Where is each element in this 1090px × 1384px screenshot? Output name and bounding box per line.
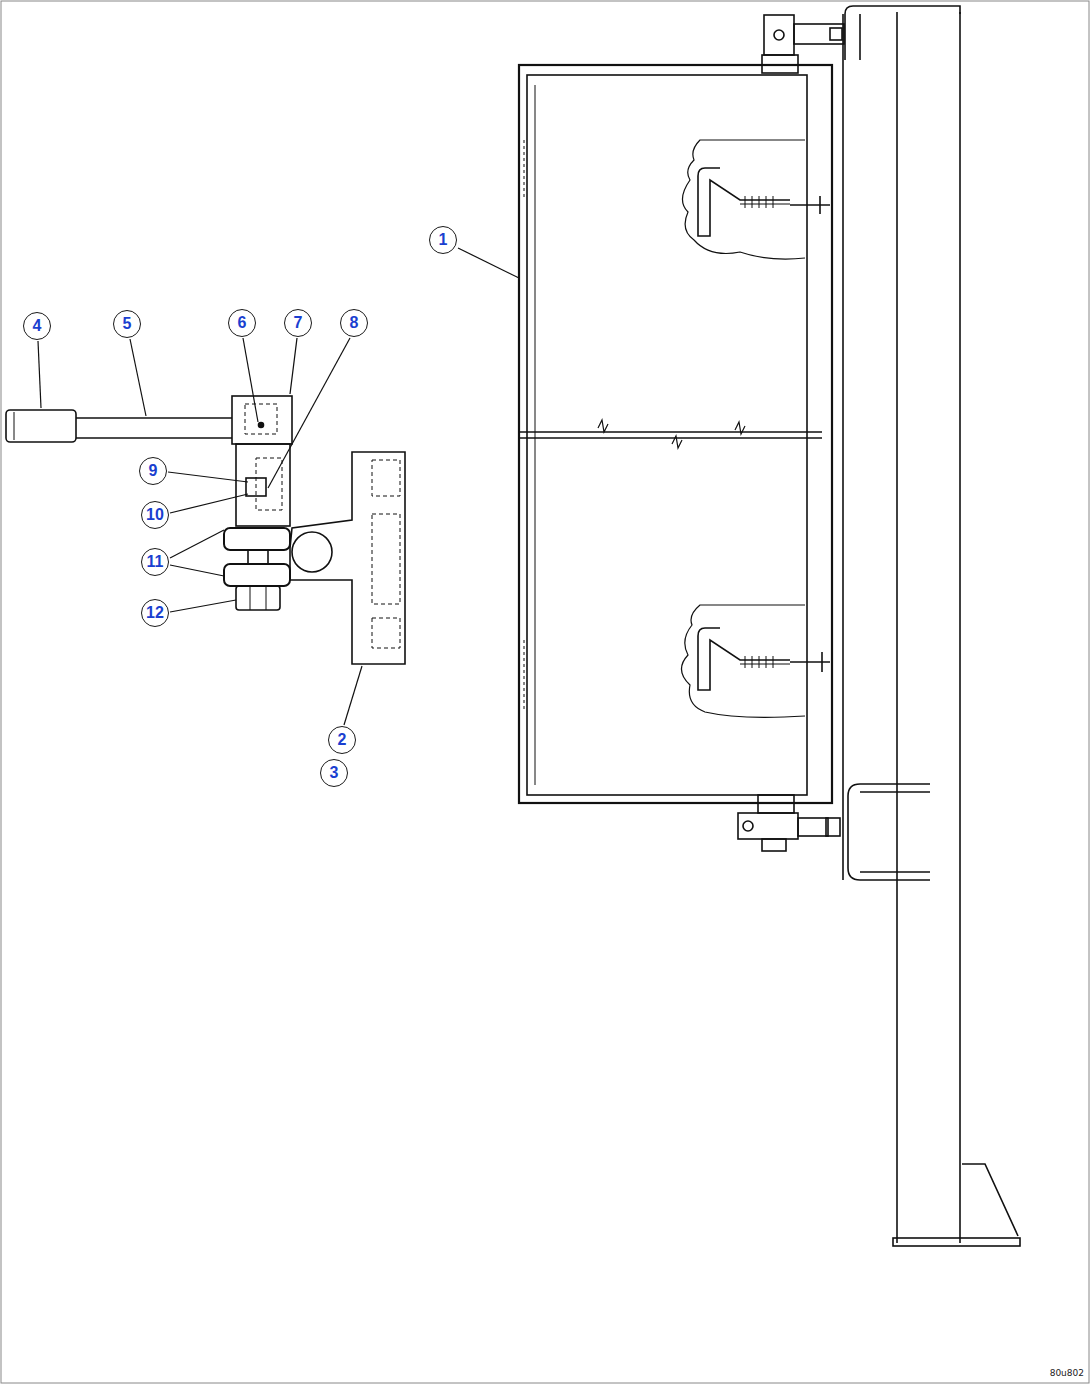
callout-number: 6 [228, 309, 256, 337]
callout-number: 2 [328, 726, 356, 754]
callout-number: 12 [141, 599, 169, 627]
callout-number: 5 [113, 310, 141, 338]
callout-number: 9 [139, 457, 167, 485]
callout-number: 8 [340, 309, 368, 337]
drawing-code: 80u802 [1050, 1368, 1084, 1378]
callout-number: 4 [23, 312, 51, 340]
callout-number: 11 [141, 548, 169, 576]
callout-number: 7 [284, 309, 312, 337]
callout-number: 1 [429, 226, 457, 254]
callout-number: 3 [320, 759, 348, 787]
callout-number: 10 [141, 501, 169, 529]
